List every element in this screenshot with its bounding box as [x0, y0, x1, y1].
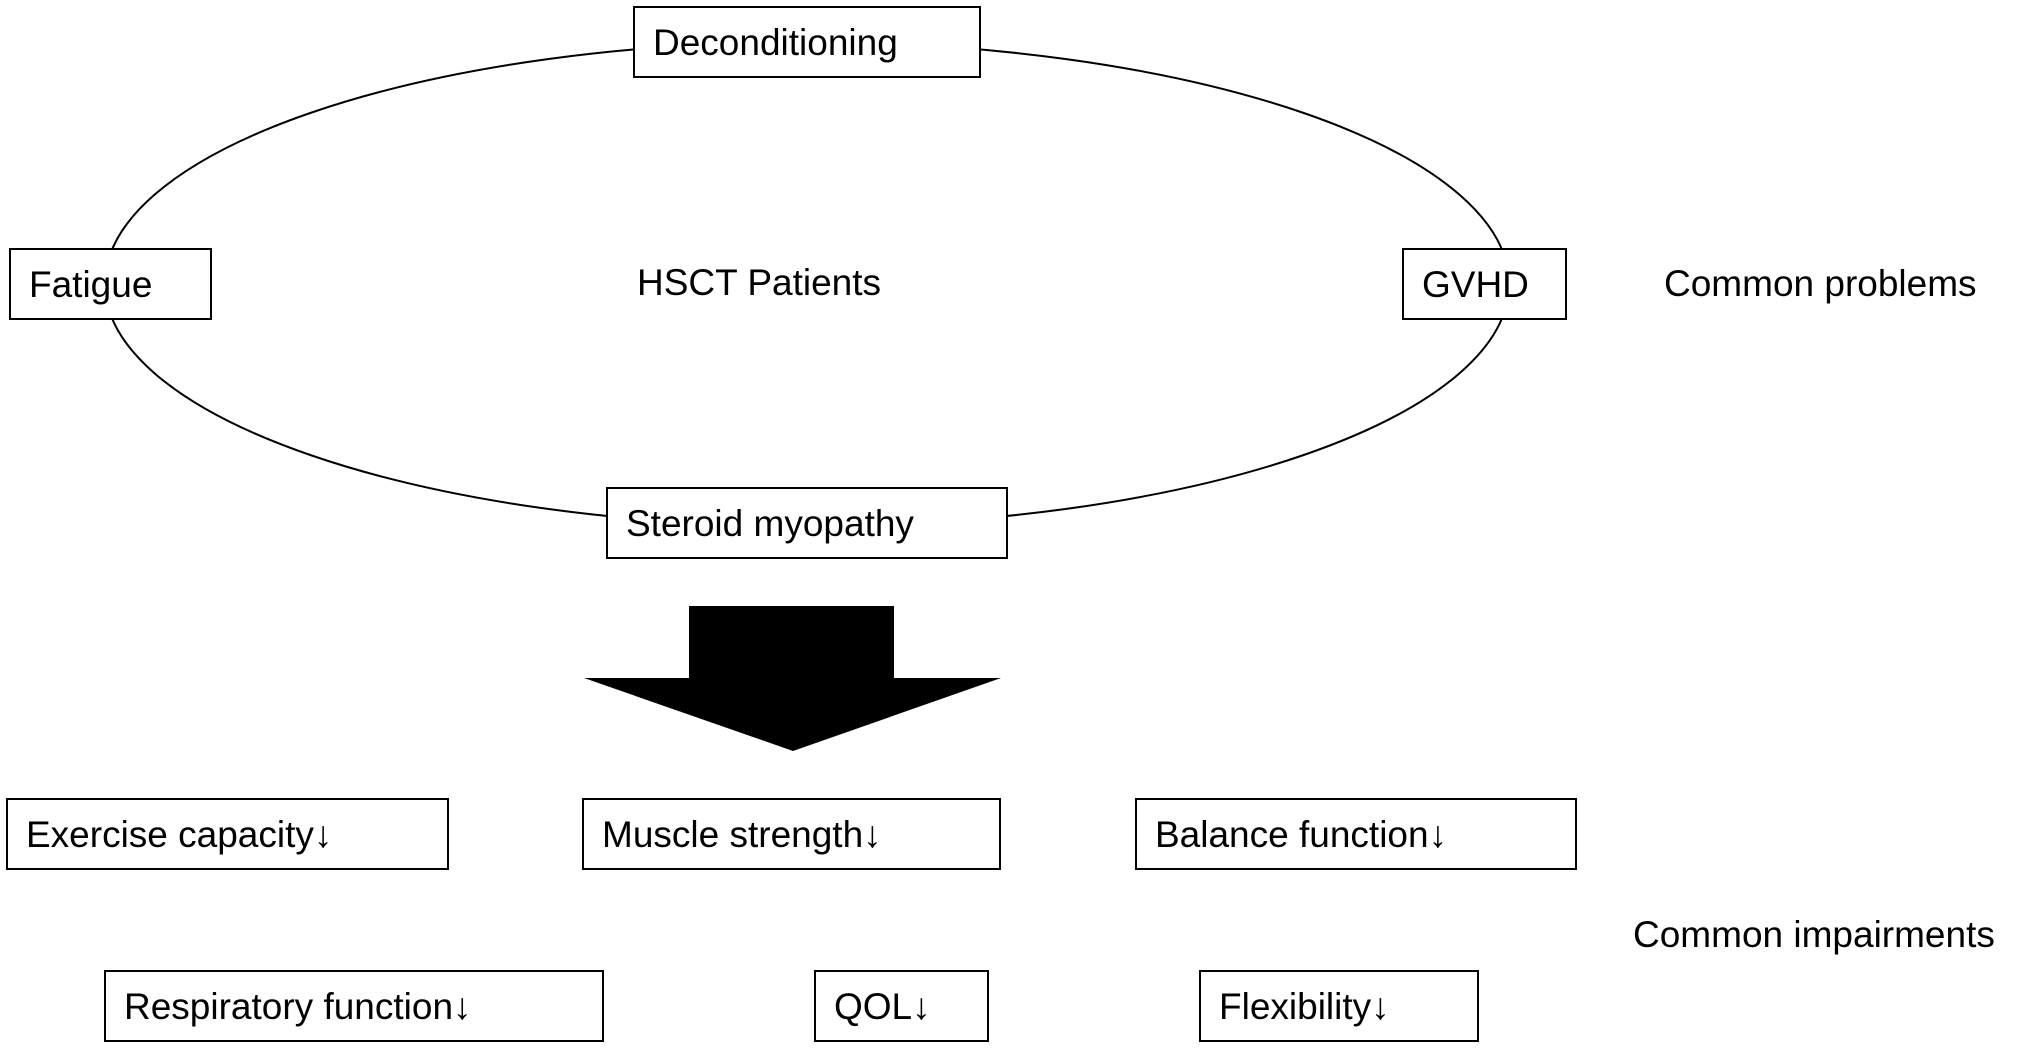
common-problems-heading: Common problems — [1664, 263, 1977, 304]
impairment-label: Respiratory function↓ — [124, 985, 472, 1027]
impairment-box-respiratory-function: Respiratory function↓ — [104, 970, 604, 1042]
impairment-label: Flexibility↓ — [1219, 985, 1390, 1027]
problem-label-fatigue: Fatigue — [29, 263, 153, 305]
problem-box-gvhd: GVHD — [1402, 248, 1567, 320]
problem-label-steroid-myopathy: Steroid myopathy — [626, 502, 914, 544]
impairment-box-exercise-capacity: Exercise capacity↓ — [6, 798, 449, 870]
impairment-box-muscle-strength: Muscle strength↓ — [582, 798, 1001, 870]
problem-label-gvhd: GVHD — [1422, 263, 1529, 305]
common-impairments-heading: Common impairments — [1633, 914, 1995, 955]
impairment-label: Muscle strength↓ — [602, 813, 882, 855]
problem-box-fatigue: Fatigue — [9, 248, 212, 320]
impairment-label: Exercise capacity↓ — [26, 813, 333, 855]
problem-box-deconditioning: Deconditioning — [633, 6, 981, 78]
impairment-label: QOL↓ — [834, 985, 931, 1027]
problem-box-steroid-myopathy: Steroid myopathy — [606, 487, 1008, 559]
down-arrow — [584, 606, 1001, 751]
center-label: HSCT Patients — [637, 262, 882, 303]
impairment-box-flexibility: Flexibility↓ — [1199, 970, 1479, 1042]
impairment-box-balance-function: Balance function↓ — [1135, 798, 1577, 870]
problem-label-deconditioning: Deconditioning — [653, 21, 898, 63]
impairment-label: Balance function↓ — [1155, 813, 1448, 855]
impairment-box-qol: QOL↓ — [814, 970, 989, 1042]
